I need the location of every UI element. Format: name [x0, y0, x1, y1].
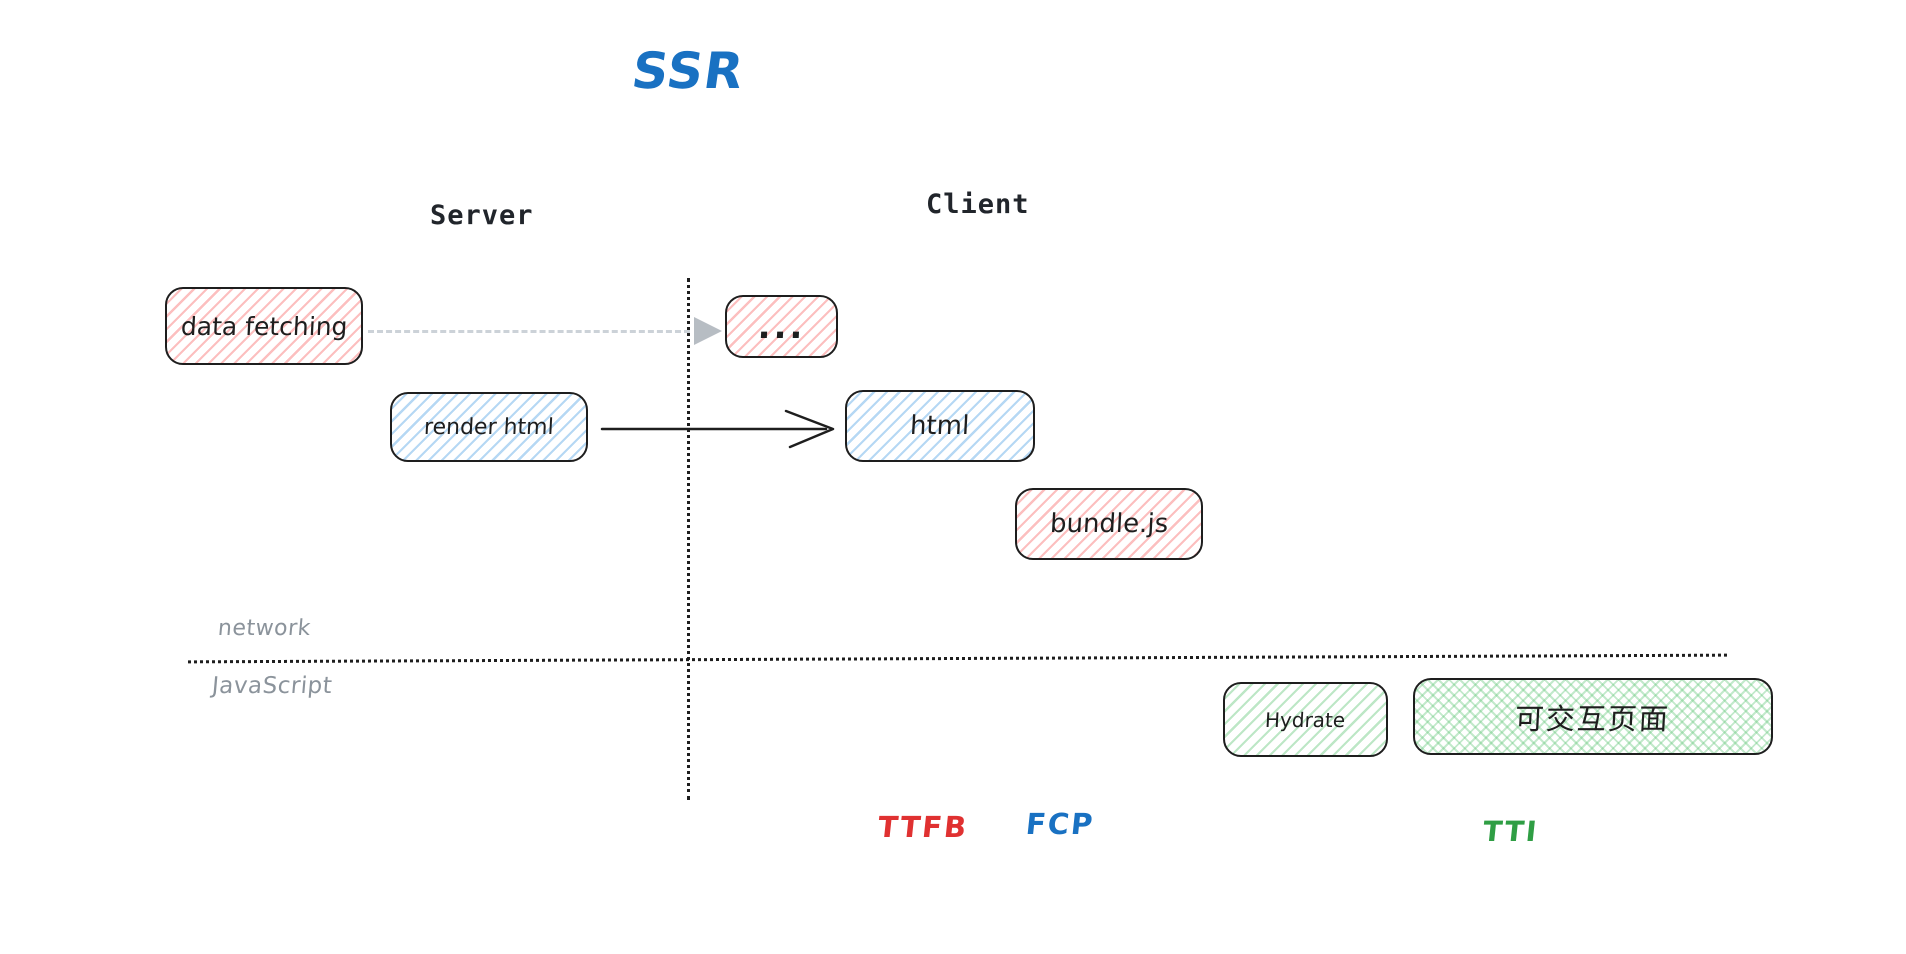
- ttfb-metric-label: TTFB: [876, 810, 970, 844]
- ellipsis-label: ...: [756, 306, 807, 347]
- data-fetching-box: data fetching: [165, 287, 363, 365]
- interactive-page-box: 可交互页面: [1413, 678, 1773, 755]
- hydrate-label: Hydrate: [1264, 707, 1347, 732]
- javascript-lane-label: JavaScript: [210, 673, 334, 699]
- html-label: html: [909, 411, 971, 441]
- render-html-box: render html: [390, 392, 588, 462]
- network-lane-label: network: [216, 616, 312, 641]
- ellipsis-box: ...: [725, 295, 838, 358]
- server-column-label: Server: [430, 200, 534, 231]
- diagram-title: SSR: [628, 42, 748, 100]
- fcp-metric-label: FCP: [1024, 807, 1097, 841]
- network-javascript-divider-dotted-line: [188, 653, 1727, 664]
- solid-arrow-icon: [600, 409, 835, 449]
- render-html-label: render html: [423, 414, 555, 440]
- bundle-js-label: bundle.js: [1049, 509, 1169, 539]
- dashed-arrow-line: [368, 330, 690, 333]
- hydrate-box: Hydrate: [1223, 682, 1388, 757]
- interactive-page-label: 可交互页面: [1514, 701, 1672, 736]
- html-box: html: [845, 390, 1035, 462]
- client-column-label: Client: [926, 189, 1030, 220]
- bundle-js-box: bundle.js: [1015, 488, 1203, 560]
- dashed-arrowhead-icon: [694, 317, 722, 345]
- tti-metric-label: TTI: [1481, 815, 1540, 848]
- server-client-divider-dotted-line: [687, 278, 690, 800]
- data-fetching-label: data fetching: [179, 311, 349, 341]
